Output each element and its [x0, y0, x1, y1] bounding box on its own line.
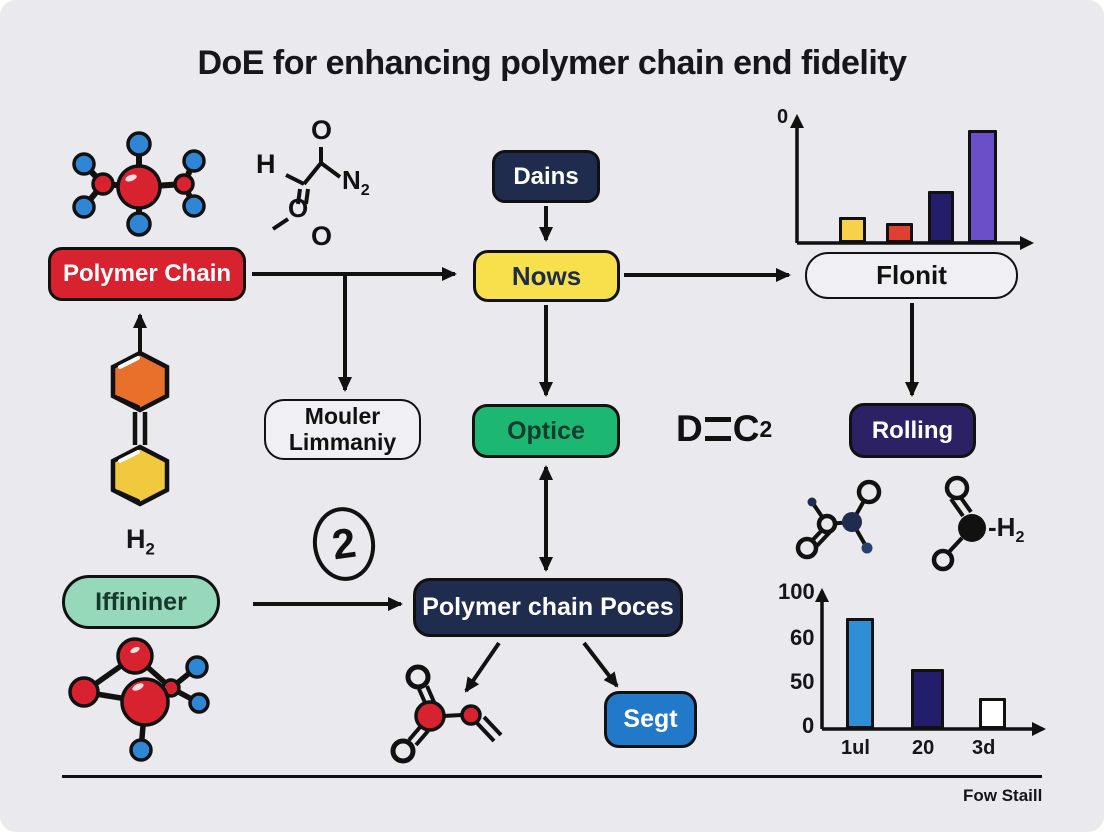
node-polymer-chain-poces: Polymer chain Poces — [413, 578, 683, 637]
molecule-icon-mid-right-1 — [795, 479, 882, 560]
x-tick: 20 — [912, 737, 935, 759]
node-label: Polymer chain Poces — [422, 593, 674, 621]
atom-label-o-mid: O — [288, 193, 309, 223]
y-tick: 100 — [778, 579, 815, 604]
arrow-poces-to-segt — [582, 641, 619, 688]
step-2-number: 2 — [329, 518, 359, 569]
step-2-circle: 2 — [308, 503, 380, 585]
atom-label-o-top: O — [311, 115, 333, 145]
x-tick: 1ul — [841, 737, 870, 759]
node-label: Dains — [513, 162, 579, 190]
y-tick: 0 — [802, 713, 815, 738]
node-flonit: Flonit — [805, 252, 1018, 299]
node-mouler-limmaniy: Mouler Limmaniy — [264, 399, 421, 460]
mini-bar-chart-top: 0 — [775, 103, 1047, 263]
node-label: Iffininer — [95, 587, 187, 616]
page-title: DoE for enhancing polymer chain end fide… — [197, 44, 907, 82]
bar — [968, 130, 997, 243]
node-label: Segt — [623, 705, 678, 733]
molecule-icon-bottom-center — [390, 664, 503, 764]
node-label: Polymer Chain — [62, 260, 232, 287]
footer-label: Fow Staill — [963, 786, 1043, 805]
node-label: Nows — [511, 260, 582, 291]
x-tick: 3d — [972, 737, 996, 759]
chemical-structure-icon: H O N2 O O — [250, 105, 440, 255]
bar — [911, 668, 944, 729]
hexagon-molecule-icon — [110, 350, 170, 507]
bar — [846, 617, 874, 729]
y-tick: 0 — [777, 106, 789, 128]
node-rolling: Rolling — [849, 403, 976, 458]
node-dains: Dains — [492, 150, 600, 203]
h2-label: H2 — [126, 524, 155, 559]
node-optice: Optice — [472, 404, 620, 458]
node-label: Mouler Limmaniy — [288, 402, 397, 455]
bar — [839, 217, 866, 243]
node-nows: Nows — [473, 250, 620, 302]
h2-side-label: -H2 — [988, 512, 1025, 547]
node-iffininer: Iffininer — [62, 575, 220, 629]
node-label: Flonit — [876, 260, 947, 290]
node-label: Rolling — [871, 416, 954, 444]
bar — [979, 697, 1006, 729]
mini-bar-chart-bottom: 100 60 50 0 1ul 20 3d — [775, 579, 1060, 766]
node-label: Optice — [507, 416, 585, 445]
node-polymer-chain: Polymer Chain — [48, 247, 246, 301]
arrow-poces-to-molecule — [464, 641, 501, 693]
y-tick: 60 — [790, 625, 815, 650]
double-bond-icon — [704, 417, 731, 441]
atom-label-o-bottom: O — [311, 221, 333, 251]
bar — [928, 190, 954, 243]
node-segt: Segt — [604, 691, 697, 748]
y-tick: 50 — [790, 669, 815, 694]
bar — [886, 222, 913, 243]
atom-label-n: N2 — [342, 165, 370, 200]
footer-divider — [62, 775, 1042, 778]
atom-label-h: H — [256, 149, 276, 179]
